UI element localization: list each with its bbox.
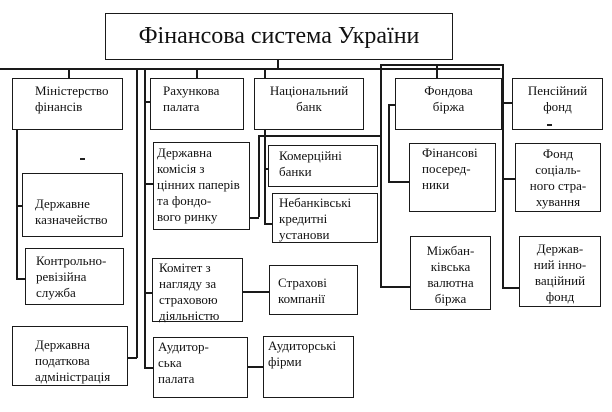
connector-fondova-outer xyxy=(380,64,382,286)
connector-krs xyxy=(16,278,25,280)
box-nonbank-credit: Небанківські кредитні установи xyxy=(272,193,378,243)
label-pension-fund: Пенсійний фонд xyxy=(527,83,588,114)
connector-audytorski xyxy=(248,366,263,368)
diagram-title: Фінансова система України xyxy=(138,23,420,49)
box-audit-chamber: Аудитор- ська палата xyxy=(153,337,248,398)
label-national-bank: Національний банк xyxy=(269,83,349,114)
stray-mark xyxy=(547,124,552,126)
connector-strakhovi xyxy=(243,291,269,293)
connector-dpa xyxy=(128,357,137,359)
stray-mark xyxy=(80,158,85,160)
label-stock-exchange: Фондова біржа xyxy=(424,83,473,114)
box-stock-exchange: Фондова біржа xyxy=(395,78,502,130)
label-interbank-currency-exchange: Міжбан- ківська валютна біржа xyxy=(426,243,475,306)
connector-innovation xyxy=(502,287,519,289)
label-ministry-of-finance: Міністерство фінансів xyxy=(35,83,109,114)
box-social-insurance-fund: Фонд соціаль- ного стра- хування xyxy=(515,143,601,212)
connector-rakhunkova xyxy=(144,101,150,103)
connector-drop-natsbank xyxy=(264,68,266,78)
box-state-treasury: Державне казначейство xyxy=(22,173,123,237)
title-box: Фінансова система України xyxy=(105,13,453,60)
label-state-treasury: Державне казначейство xyxy=(35,196,108,227)
connector-fondova-side xyxy=(388,104,395,106)
label-audit-firms: Аудиторські фірми xyxy=(268,338,337,369)
connector-dkcpfr-bank xyxy=(258,135,260,217)
label-securities-commission: Державна комісія з цінних паперів та фон… xyxy=(157,145,240,224)
connector-poserednyky xyxy=(388,181,409,183)
connector-main-bus xyxy=(0,68,500,70)
box-pension-fund: Пенсійний фонд xyxy=(512,78,603,130)
connector-bus-right xyxy=(380,64,502,66)
connector-natsbank-trunk xyxy=(264,130,266,224)
box-financial-intermediaries: Фінансові посеред- ники xyxy=(409,143,496,212)
box-control-audit-service: Контрольно- ревізійна служба xyxy=(25,248,124,305)
label-commercial-banks: Комерційні банки xyxy=(279,148,342,179)
label-audit-chamber: Аудитор- ська палата xyxy=(158,339,209,386)
connector-regulators-trunk xyxy=(144,68,146,368)
box-ministry-of-finance: Міністерство фінансів xyxy=(12,78,123,130)
connector-kaznacheistvo xyxy=(16,205,22,207)
connector-dkcpfr-bank-top xyxy=(258,135,380,137)
box-national-bank: Національний банк xyxy=(254,78,364,130)
connector-pension-trunk xyxy=(502,64,504,287)
connector-komertsiini xyxy=(264,168,268,170)
connector-minfin-trunk xyxy=(16,130,18,278)
box-insurance-companies: Страхові компанії xyxy=(269,265,358,315)
label-accounting-chamber: Рахункова палата xyxy=(163,83,220,114)
label-social-insurance-fund: Фонд соціаль- ного стра- хування xyxy=(529,146,587,209)
label-insurance-companies: Страхові компанії xyxy=(278,275,327,306)
box-securities-commission: Державна комісія з цінних паперів та фон… xyxy=(153,142,250,230)
connector-drop-minfin xyxy=(68,68,70,78)
box-interbank-currency-exchange: Міжбан- ківська валютна біржа xyxy=(410,236,491,310)
label-innovation-fund: Держав- ний інно- ваційний фонд xyxy=(533,241,587,304)
connector-mizhbank xyxy=(380,286,410,288)
connector-pensiinyi xyxy=(502,102,512,104)
connector-komitet xyxy=(144,292,152,294)
connector-fondova-inner xyxy=(388,104,390,181)
label-state-tax-administration: Державна податкова адміністрація xyxy=(35,337,111,384)
box-audit-firms: Аудиторські фірми xyxy=(263,336,354,398)
connector-dpa-trunk xyxy=(136,68,138,358)
connector-dkcpfr xyxy=(144,183,153,185)
box-commercial-banks: Комерційні банки xyxy=(268,145,378,187)
label-control-audit-service: Контрольно- ревізійна служба xyxy=(36,253,107,300)
connector-nebankivski xyxy=(264,223,272,225)
box-state-tax-administration: Державна податкова адміністрація xyxy=(12,326,128,386)
connector-title-stem xyxy=(277,60,279,68)
connector-socstrakh xyxy=(502,178,515,180)
connector-audytorska xyxy=(144,367,153,369)
label-financial-intermediaries: Фінансові посеред- ники xyxy=(422,145,478,192)
connector-drop-fondova xyxy=(436,64,438,78)
connector-dkcpfr-bank-bottom xyxy=(250,217,259,219)
box-accounting-chamber: Рахункова палата xyxy=(150,78,244,130)
label-insurance-supervision: Комітет з нагляду за страховою діяльніст… xyxy=(159,260,220,323)
label-nonbank-credit: Небанківські кредитні установи xyxy=(279,195,352,242)
connector-drop-rakhunkova xyxy=(196,68,198,78)
box-insurance-supervision: Комітет з нагляду за страховою діяльніст… xyxy=(152,258,243,323)
box-innovation-fund: Держав- ний інно- ваційний фонд xyxy=(519,236,601,307)
